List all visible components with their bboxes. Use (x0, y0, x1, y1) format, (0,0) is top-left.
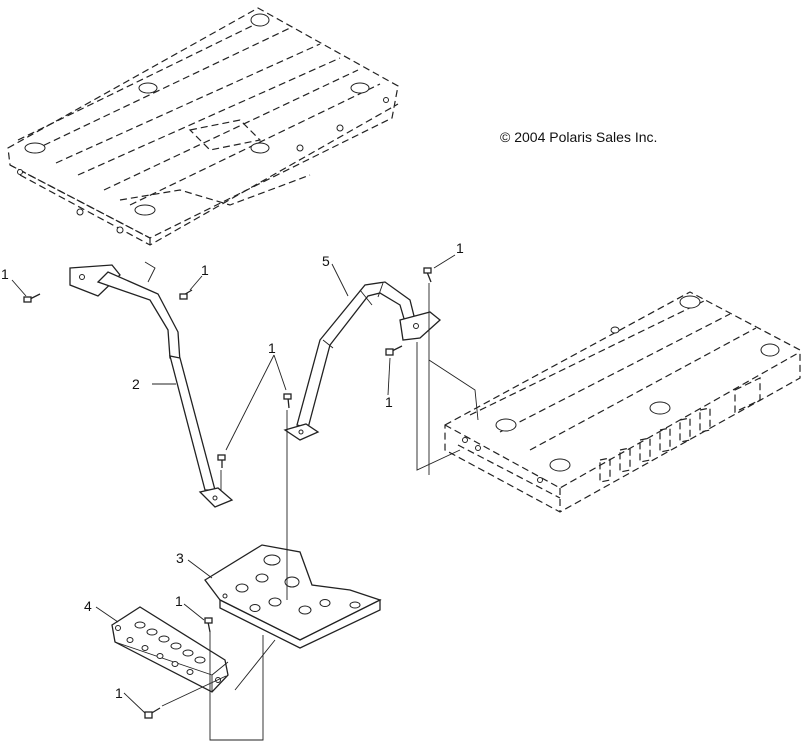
leader-lines (11, 254, 456, 714)
callout-5: 5 (322, 253, 330, 269)
left-support-tube (69, 264, 234, 508)
callouts: 1 1 1 1 1 1 1 2 3 4 5 (1, 240, 464, 701)
callout-1-right-top: 1 (456, 240, 464, 256)
callout-4: 4 (84, 598, 92, 614)
callout-2: 2 (132, 376, 140, 392)
callout-1-left-bracket: 1 (201, 262, 209, 278)
copyright-text: © 2004 Polaris Sales Inc. (500, 129, 657, 145)
callout-1-right: 1 (385, 394, 393, 410)
bolt-h (144, 707, 161, 719)
callout-3: 3 (176, 550, 184, 566)
rear-rack (444, 291, 801, 513)
bolt-d (385, 345, 403, 356)
skid-plate (204, 544, 382, 649)
guide-lines (144, 261, 479, 741)
right-support-tube (283, 281, 442, 441)
bolt-b (179, 289, 193, 300)
callout-1-center: 1 (268, 340, 276, 356)
bolt-e (283, 393, 292, 409)
bolt-f (217, 454, 226, 468)
bolt-c (423, 267, 432, 283)
callout-1-lower: 1 (175, 593, 183, 609)
bolt-g (204, 617, 213, 633)
bolt-a (23, 293, 41, 303)
callout-1-bottom: 1 (115, 685, 123, 701)
bolts (23, 267, 432, 719)
callout-1-left: 1 (1, 266, 9, 282)
foot-plate (111, 606, 229, 693)
front-rack (7, 7, 399, 246)
